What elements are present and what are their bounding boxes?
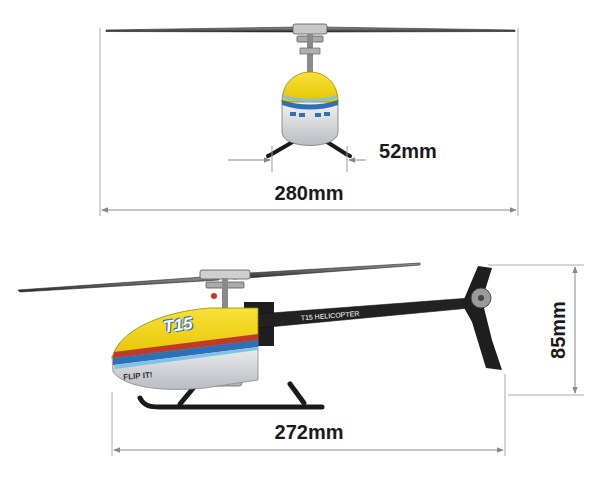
decal-text: FLIP IT! [123, 371, 153, 382]
dimension-label: 85mm [547, 301, 569, 359]
decal-text: T15 [162, 315, 194, 338]
boom-decal: T15 HELICOPTER [300, 310, 359, 322]
dimension-label: 272mm [275, 421, 344, 443]
front-view [100, 24, 518, 216]
dimension-label: 52mm [379, 140, 437, 162]
dimension-label: 280mm [275, 182, 344, 204]
side-view [18, 263, 584, 456]
